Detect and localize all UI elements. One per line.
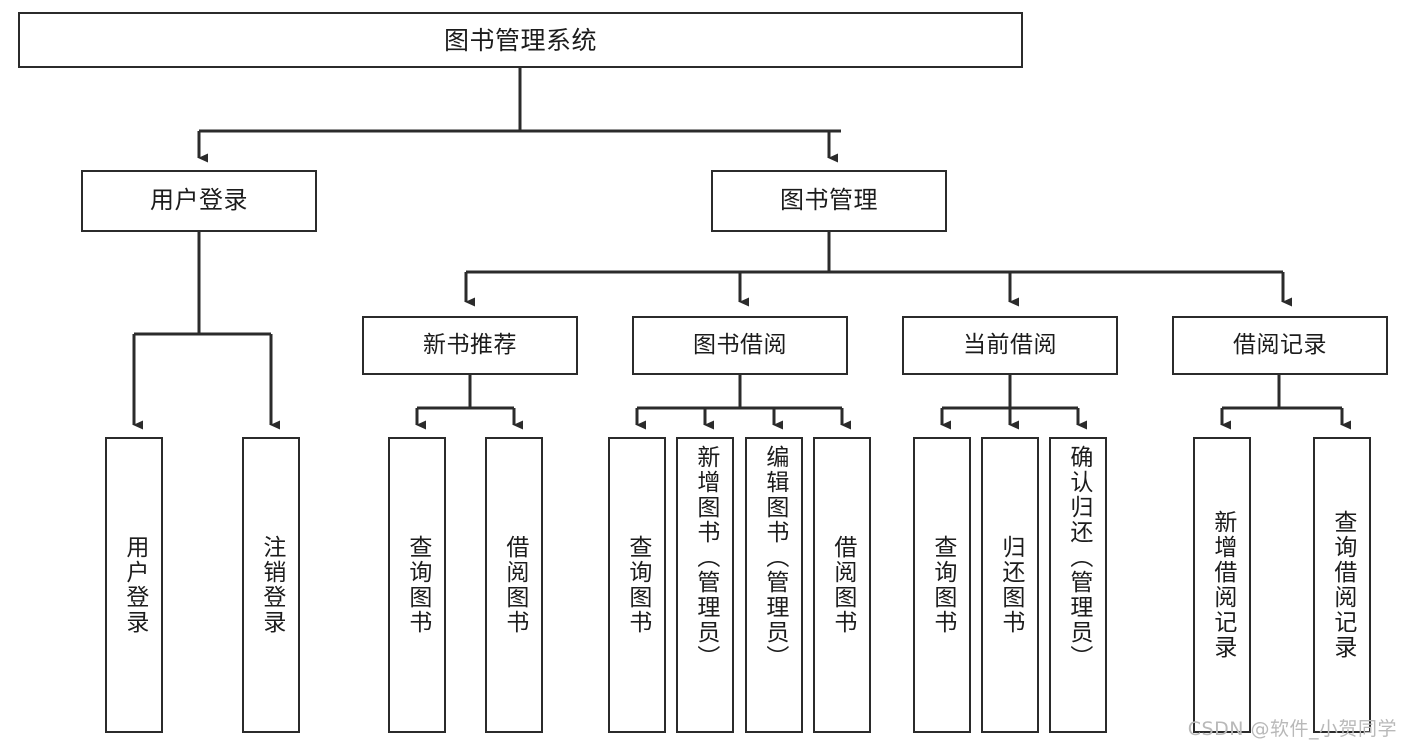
node-label: 新增图书（管理员） (692, 445, 719, 670)
node-label: 借阅记录 (1233, 332, 1327, 359)
node-root-system[interactable]: 图书管理系统 (18, 12, 1023, 68)
node-label: 新增借阅记录 (1209, 510, 1236, 660)
node-leaf-return-book[interactable]: 归还图书 (981, 437, 1039, 733)
node-label: 图书管理系统 (443, 25, 597, 55)
node-label: 图书借阅 (693, 332, 787, 359)
node-book-borrow[interactable]: 图书借阅 (632, 316, 848, 375)
node-label: 当前借阅 (963, 332, 1057, 359)
node-leaf-query-record[interactable]: 查询借阅记录 (1313, 437, 1371, 733)
node-leaf-confirm-return[interactable]: 确认归还（管理员） (1049, 437, 1107, 733)
node-leaf-query-book-3[interactable]: 查询图书 (913, 437, 971, 733)
node-leaf-edit-book[interactable]: 编辑图书（管理员） (745, 437, 803, 733)
node-label: 查询图书 (929, 535, 956, 635)
node-label: 借阅图书 (829, 535, 856, 635)
node-label: 新书推荐 (423, 332, 517, 359)
node-label: 借阅图书 (501, 535, 528, 635)
node-book-manage[interactable]: 图书管理 (711, 170, 947, 232)
node-leaf-add-book[interactable]: 新增图书（管理员） (676, 437, 734, 733)
node-borrow-record[interactable]: 借阅记录 (1172, 316, 1388, 375)
node-leaf-logout-login[interactable]: 注销登录 (242, 437, 300, 733)
node-label: 查询借阅记录 (1329, 510, 1356, 660)
node-label: 用户登录 (150, 186, 248, 215)
node-leaf-user-login[interactable]: 用户登录 (105, 437, 163, 733)
node-new-book-recommend[interactable]: 新书推荐 (362, 316, 578, 375)
node-label: 用户登录 (121, 535, 148, 635)
node-leaf-query-book-2[interactable]: 查询图书 (608, 437, 666, 733)
node-label: 编辑图书（管理员） (761, 445, 788, 670)
node-label: 图书管理 (780, 186, 878, 215)
node-current-borrow[interactable]: 当前借阅 (902, 316, 1118, 375)
node-user-login[interactable]: 用户登录 (81, 170, 317, 232)
node-leaf-borrow-book-1[interactable]: 借阅图书 (485, 437, 543, 733)
node-label: 归还图书 (997, 535, 1024, 635)
node-leaf-borrow-book-2[interactable]: 借阅图书 (813, 437, 871, 733)
node-label: 查询图书 (624, 535, 651, 635)
node-label: 注销登录 (258, 535, 285, 635)
node-label: 确认归还（管理员） (1065, 445, 1092, 670)
node-leaf-add-record[interactable]: 新增借阅记录 (1193, 437, 1251, 733)
node-leaf-query-book-1[interactable]: 查询图书 (388, 437, 446, 733)
node-label: 查询图书 (404, 535, 431, 635)
